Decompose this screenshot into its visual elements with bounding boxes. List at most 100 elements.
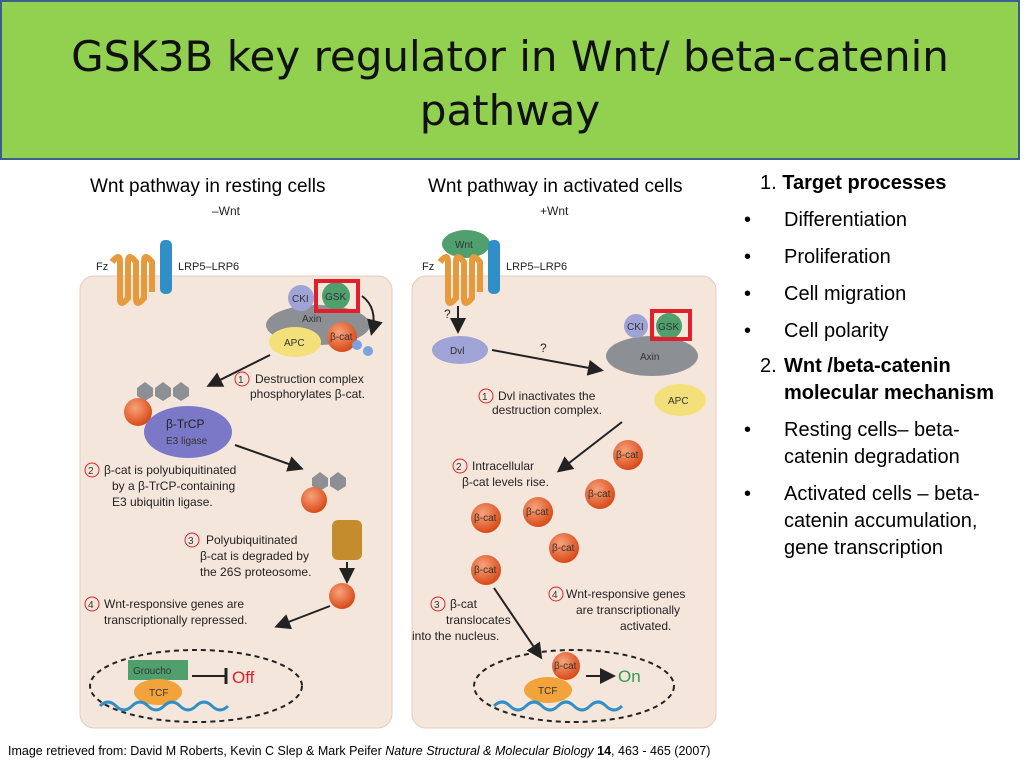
ubiquitin (155, 382, 171, 401)
dvl-protein (432, 336, 488, 364)
beta-catenin (613, 440, 643, 470)
svg-text:are transcriptionally: are transcriptionally (576, 603, 680, 617)
ubiquitin (312, 472, 328, 491)
gsk-highlight-box (650, 309, 692, 341)
svg-text:β-cat levels rise.: β-cat levels rise. (462, 475, 549, 489)
off-label: Off (232, 668, 255, 687)
list-item: •Cell polarity (744, 320, 889, 342)
wnt-plus-label: +Wnt (540, 204, 569, 218)
frizzled-receptor (109, 254, 155, 306)
svg-text:APC: APC (284, 338, 305, 349)
svg-text:β-cat: β-cat (616, 450, 639, 461)
svg-text:β-cat: β-cat (474, 513, 497, 524)
phosphate (363, 346, 373, 356)
step4-text: Wnt-responsive genes are (104, 597, 244, 611)
list-item: •Cell migration (744, 283, 907, 305)
dna-strand (492, 700, 624, 712)
list-item: •Resting cells– beta-catenin degradation (744, 419, 960, 468)
svg-text:activated.: activated. (620, 619, 671, 633)
degraded-beta-catenin (329, 583, 355, 609)
svg-text:?: ? (540, 341, 547, 355)
nucleus (473, 649, 675, 723)
tcf (524, 677, 572, 703)
lrp-label: LRP5–LRP6 (178, 261, 239, 273)
step2-text: Intracellular (472, 459, 534, 473)
step1-text: Destruction complex (255, 372, 364, 386)
svg-text:the 26S proteosome.: the 26S proteosome. (200, 565, 311, 579)
gsk-highlight-box (314, 279, 360, 313)
svg-text:phosphorylates β-cat.: phosphorylates β-cat. (250, 387, 365, 401)
svg-text:CKI: CKI (627, 322, 644, 333)
svg-text:Axin: Axin (302, 314, 321, 325)
svg-text:2: 2 (456, 462, 462, 473)
svg-text:β-cat: β-cat (330, 332, 353, 343)
svg-text:TCF: TCF (149, 688, 168, 699)
nucleus (89, 649, 303, 723)
beta-catenin (585, 479, 615, 509)
svg-text:?: ? (444, 307, 451, 321)
svg-text:GSK: GSK (325, 292, 346, 303)
arrow (206, 354, 271, 387)
svg-text:destruction complex.: destruction complex. (492, 403, 602, 417)
svg-text:2: 2 (88, 466, 94, 477)
tcf (134, 679, 182, 705)
gsk-protein (322, 282, 350, 310)
beta-trcp-ligase (144, 406, 232, 458)
svg-text:translocates: translocates (446, 613, 511, 627)
caption-resting: Wnt pathway in resting cells (90, 176, 326, 197)
proteasome-26s (332, 520, 362, 560)
svg-text:β-cat: β-cat (552, 543, 575, 554)
arrow (234, 444, 304, 472)
step4-text: Wnt-responsive genes (566, 587, 685, 601)
heading-mechanism: 2.Wnt /beta-catenin molecular mechanism (760, 355, 995, 404)
beta-catenin-bound (327, 322, 357, 352)
key-points: 1. Target processes •Differentiation •Pr… (742, 170, 1022, 562)
fz-label: Fz (96, 261, 108, 273)
svg-text:CKI: CKI (292, 294, 309, 305)
svg-text:E3 ligase: E3 ligase (166, 436, 208, 447)
beta-catenin (471, 503, 501, 533)
svg-text:Axin: Axin (640, 352, 659, 363)
ubiquitin (137, 382, 153, 401)
beta-catenin (549, 533, 579, 563)
svg-text:3: 3 (188, 536, 194, 547)
wnt-minus-label: –Wnt (212, 204, 241, 218)
list-item: •Proliferation (744, 246, 891, 268)
svg-text:by a β-TrCP-containing: by a β-TrCP-containing (112, 479, 235, 493)
svg-text:β-cat: β-cat (588, 489, 611, 500)
svg-text:β-cat: β-cat (526, 507, 549, 518)
groucho (128, 660, 188, 680)
svg-text:Wnt: Wnt (455, 240, 473, 251)
step2-text: β-cat is polyubiquitinated (104, 463, 236, 477)
heading-target-processes: 1. Target processes (760, 172, 947, 194)
nuclear-beta-catenin (552, 652, 580, 680)
list-item: •Activated cells – beta-catenin accumula… (744, 483, 980, 559)
image-citation: Image retrieved from: David M Roberts, K… (8, 744, 711, 758)
arrow (361, 295, 383, 336)
cki-protein (288, 285, 314, 311)
beta-catenin (523, 497, 553, 527)
svg-text:APC: APC (668, 396, 689, 407)
apc-protein (654, 384, 706, 416)
svg-text:TCF: TCF (538, 686, 557, 697)
cki-protein (624, 314, 648, 338)
lrp-label: LRP5–LRP6 (506, 261, 567, 273)
svg-text:into the nucleus.: into the nucleus. (412, 629, 499, 643)
list-item: •Differentiation (744, 209, 908, 231)
svg-text:E3 ubiquitin ligase.: E3 ubiquitin ligase. (112, 495, 213, 509)
resting-cell-panel: –Wnt Fz LRP5–LRP6 Axin CKI GSK APC β-cat… (79, 204, 393, 729)
frizzled-receptor (437, 254, 483, 306)
caption-activated: Wnt pathway in activated cells (428, 176, 683, 197)
svg-text:β-TrCP: β-TrCP (166, 417, 204, 431)
lrp-receptor (488, 240, 500, 294)
svg-text:1: 1 (238, 375, 244, 386)
step3-text: Polyubiquitinated (206, 533, 297, 547)
title-banner (0, 0, 1020, 160)
lrp-receptor (160, 240, 172, 294)
activated-cell-panel: +Wnt Wnt Fz LRP5–LRP6 ? Dvl ? Axin CKI G… (411, 204, 717, 729)
svg-text:β-cat is degraded by: β-cat is degraded by (200, 549, 309, 563)
axin-scaffold (606, 336, 698, 376)
ubiquitin (330, 472, 346, 491)
slide-title: GSK3B key regulator in Wnt/ beta-catenin… (71, 32, 949, 135)
